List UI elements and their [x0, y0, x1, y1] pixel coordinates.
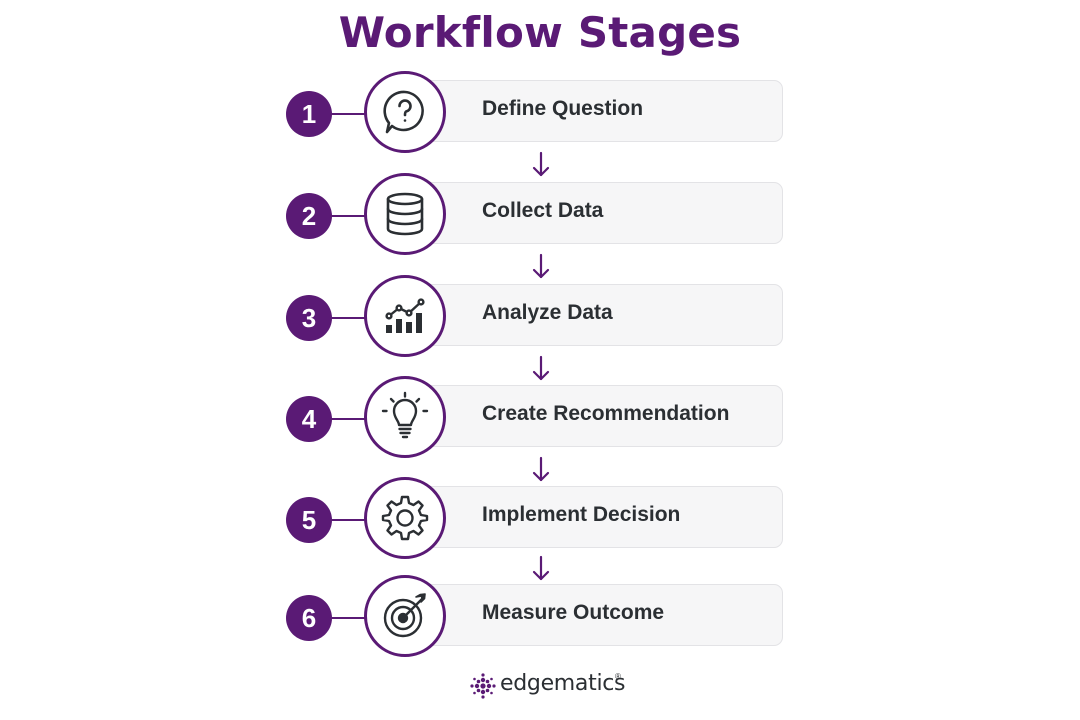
step-number-badge: 1 — [286, 91, 332, 137]
step-icon-circle — [364, 376, 446, 458]
step-label: Measure Outcome — [482, 601, 665, 624]
flow-arrow-icon — [532, 456, 550, 482]
step-icon-circle — [364, 275, 446, 357]
step-card — [405, 385, 783, 447]
step-number-badge: 3 — [286, 295, 332, 341]
step-connector — [330, 113, 366, 115]
workflow-step-6: Measure Outcome 6 — [0, 574, 1080, 658]
page-title: Workflow Stages — [338, 8, 742, 57]
edgematics-logo-mark-icon — [470, 673, 496, 699]
step-icon-circle — [364, 71, 446, 153]
flow-arrow-icon — [532, 253, 550, 279]
step-label: Create Recommendation — [482, 402, 730, 425]
flow-arrow-icon — [532, 355, 550, 381]
step-number-badge: 4 — [286, 396, 332, 442]
step-icon-circle — [364, 575, 446, 657]
workflow-step-4: Create Recommendation 4 — [0, 375, 1080, 459]
step-card — [405, 284, 783, 346]
target-arrow-icon — [383, 593, 426, 638]
question-speech-bubble-icon — [383, 90, 424, 134]
step-label: Analyze Data — [482, 301, 613, 324]
workflow-step-5: Implement Decision 5 — [0, 476, 1080, 560]
step-card — [405, 80, 783, 142]
bar-line-chart-icon — [385, 298, 425, 333]
step-card — [405, 486, 783, 548]
step-number-badge: 6 — [286, 595, 332, 641]
step-icon-circle — [364, 477, 446, 559]
lightbulb-icon — [381, 391, 429, 439]
step-connector — [330, 617, 366, 619]
step-label: Collect Data — [482, 199, 604, 222]
step-connector — [330, 317, 366, 319]
workflow-step-2: Collect Data 2 — [0, 172, 1080, 256]
gear-icon — [381, 495, 429, 541]
brand-name: edgematics — [500, 671, 626, 696]
step-number-badge: 5 — [286, 497, 332, 543]
step-icon-circle — [364, 173, 446, 255]
step-label: Implement Decision — [482, 503, 681, 526]
database-icon — [386, 192, 424, 236]
step-connector — [330, 418, 366, 420]
step-label: Define Question — [482, 97, 644, 120]
brand-logo: edgematics ® — [469, 670, 639, 700]
workflow-step-3: Analyze Data 3 — [0, 274, 1080, 358]
step-connector — [330, 519, 366, 521]
flow-arrow-icon — [532, 151, 550, 177]
flow-arrow-icon — [532, 555, 550, 581]
step-number-badge: 2 — [286, 193, 332, 239]
workflow-step-1: Define Question 1 — [0, 70, 1080, 154]
step-card — [405, 584, 783, 646]
registered-mark: ® — [615, 672, 621, 681]
step-card — [405, 182, 783, 244]
step-connector — [330, 215, 366, 217]
